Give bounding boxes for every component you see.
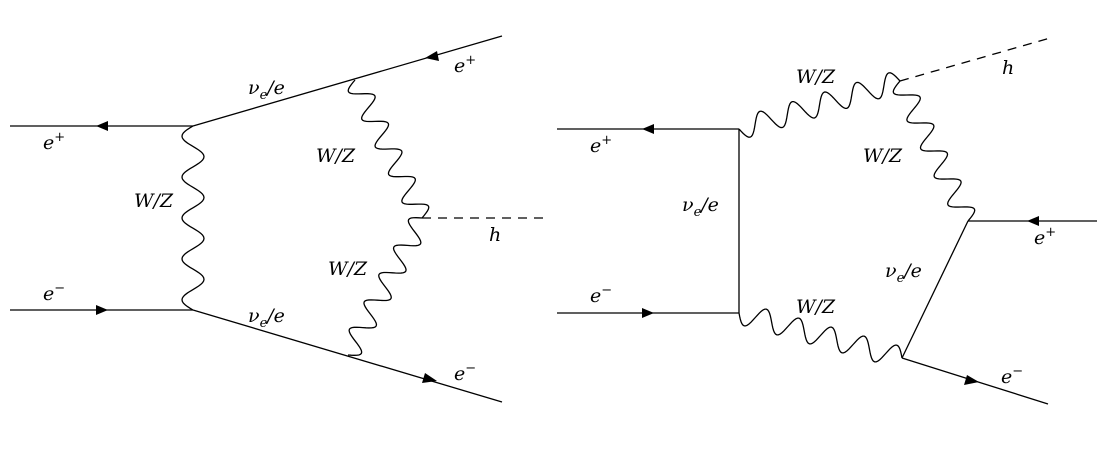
right-label-top-boson: W/Z	[796, 66, 836, 88]
left-label-higgs: h	[489, 224, 501, 246]
left-label-e-plus-out: e+	[454, 53, 476, 77]
right-e-plus-arrow	[642, 124, 654, 134]
left-label-bottom-fermion: νe/e	[248, 305, 285, 331]
left-e-minus-arrow	[96, 305, 108, 315]
left-label-upper-boson: W/Z	[316, 145, 356, 167]
right-bottom-boson-line	[738, 308, 903, 363]
right-e-minus-arrow	[642, 308, 654, 318]
left-upper-boson-line	[347, 79, 430, 219]
left-label-top-fermion: νe/e	[248, 77, 285, 103]
left-e-plus-arrow	[96, 121, 108, 131]
left-e-minus-out-arrow	[422, 373, 437, 383]
left-e-plus-out-arrow	[425, 51, 439, 61]
right-label-higgs: h	[1002, 57, 1014, 79]
right-fermion-line	[901, 220, 969, 359]
left-label-e-minus-out: e−	[454, 361, 476, 385]
left-label-e-plus-in: e+	[43, 130, 65, 154]
right-label-e-minus-out: e−	[1001, 364, 1023, 388]
left-label-e-minus-in: e−	[43, 281, 65, 305]
left-t-channel-boson-line	[181, 125, 205, 311]
right-e-minus-out-arrow	[964, 375, 979, 385]
left-label-lower-boson: W/Z	[328, 258, 368, 280]
right-label-e-plus-in: e+	[590, 133, 612, 157]
right-diagram: e+ e− νe/e W/Z W/Z W/Z νe/e h e+ e−	[557, 37, 1097, 405]
right-higgs-line	[899, 37, 1051, 82]
right-label-bottom-boson: W/Z	[796, 296, 836, 318]
left-top-fermion-line	[192, 35, 503, 127]
right-label-right-boson: W/Z	[863, 145, 903, 167]
right-top-boson-line	[738, 72, 901, 138]
left-lower-boson-line	[347, 217, 423, 356]
right-label-e-plus-out: e+	[1034, 225, 1056, 249]
left-label-t-boson: W/Z	[134, 190, 174, 212]
right-label-right-fermion: νe/e	[885, 260, 922, 286]
right-label-e-minus-in: e−	[590, 283, 612, 307]
left-diagram: e+ e− W/Z νe/e νe/e W/Z W/Z h e+ e−	[10, 35, 548, 403]
right-right-boson-line	[892, 80, 976, 222]
right-e-plus-out-arrow	[1027, 216, 1039, 226]
right-label-t-fermion: νe/e	[682, 194, 719, 220]
left-bottom-fermion-line	[192, 309, 503, 403]
